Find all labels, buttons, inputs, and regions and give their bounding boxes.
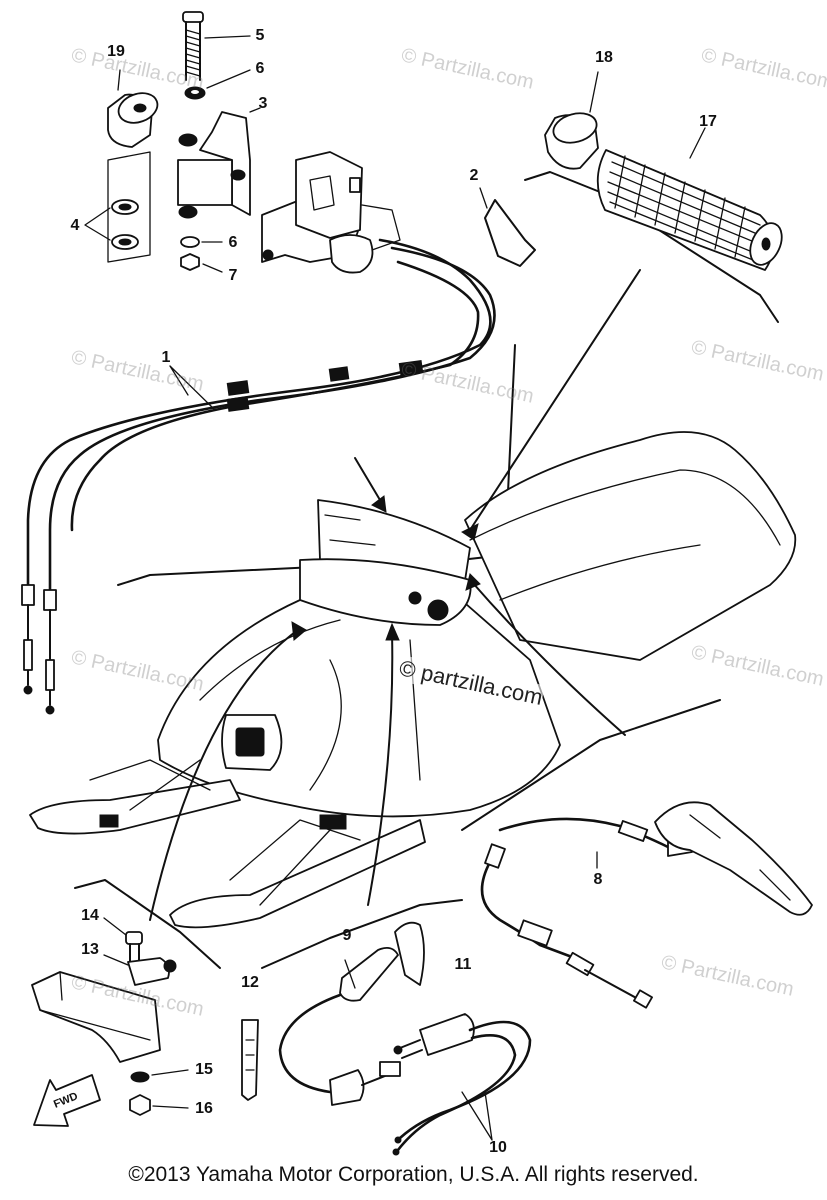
part-12-strap [241, 1019, 259, 1101]
copyright-text: ©2013 Yamaha Motor Corporation, U.S.A. A… [128, 1163, 699, 1186]
part-14-bolt [103, 917, 143, 963]
part-16-nut [129, 1094, 189, 1116]
part-1-cables [21, 238, 496, 715]
bottom-center-group-divider [261, 899, 463, 969]
leader-arrows [149, 269, 641, 921]
callout-16: 16 [195, 1100, 213, 1117]
callout-10: 10 [489, 1139, 507, 1156]
part-2-clip [479, 187, 536, 267]
part-13-clamp [103, 954, 177, 986]
callout-19: 19 [107, 43, 125, 60]
part-7-nut [180, 253, 223, 273]
callout-5: 5 [255, 27, 265, 44]
callout-11: 11 [454, 956, 472, 973]
throttle-housing [261, 151, 401, 274]
brake-lever [654, 801, 813, 916]
part-8-brake-cable [480, 817, 693, 1009]
part-6-washer-lower [180, 236, 223, 248]
cover-guard [31, 971, 161, 1063]
callout-6-lower: 6 [228, 234, 238, 251]
callout-15: 15 [195, 1061, 213, 1078]
callout-17: 17 [699, 113, 717, 130]
bottom-right-group-divider [461, 699, 721, 831]
snowmobile-body [29, 431, 797, 929]
callout-4: 4 [70, 217, 80, 234]
part-4-rubber-washers [84, 151, 151, 263]
part-5-bolt [182, 11, 251, 81]
fwd-arrow-icon [33, 1074, 101, 1127]
part-6-washer-upper [184, 69, 251, 100]
callout-12: 12 [241, 974, 259, 991]
callout-2: 2 [469, 167, 479, 184]
part-10-wires [392, 1020, 532, 1156]
part-11-switch [393, 1013, 475, 1059]
callout-9: 9 [342, 927, 352, 944]
callout-6-upper: 6 [255, 60, 265, 77]
part-19-roller [107, 69, 159, 148]
callout-14: 14 [81, 907, 99, 924]
callout-1: 1 [161, 349, 171, 366]
callout-7: 7 [228, 267, 238, 284]
callout-3: 3 [258, 95, 268, 112]
part-18-grip-end [544, 71, 599, 170]
callout-8: 8 [593, 871, 603, 888]
bottom-left-group-divider [74, 879, 221, 969]
part-15-washer [130, 1069, 189, 1083]
callout-18: 18 [595, 49, 613, 66]
part-17-grip [596, 127, 783, 271]
part-3-bracket [177, 107, 261, 219]
callout-13: 13 [81, 941, 99, 958]
part-9-throttle-lever [278, 921, 425, 1106]
